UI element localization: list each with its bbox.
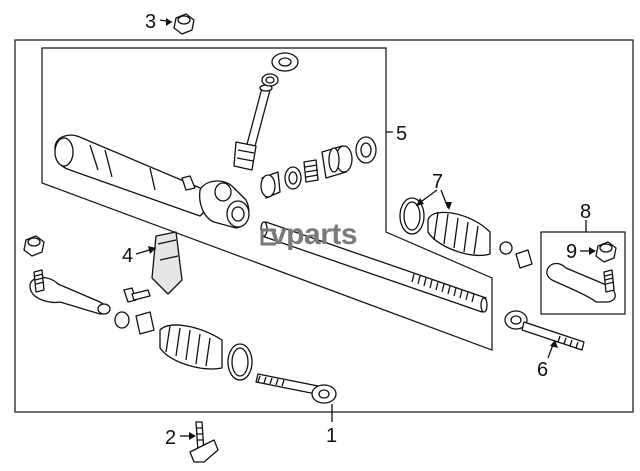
- housing-bracket: [151, 231, 183, 295]
- callout-4: 4: [122, 245, 133, 267]
- pinion-seals: [261, 52, 299, 87]
- left-nut: [23, 235, 45, 257]
- left-boot: [159, 324, 223, 370]
- rack-assembly-frame: [41, 47, 493, 351]
- pinion-shaft: [233, 84, 273, 171]
- watermark-text: vparts: [270, 218, 357, 251]
- right-outer-tie-rod-end: [546, 262, 616, 303]
- callout-2: 2: [165, 427, 176, 449]
- callout-9: 9: [566, 241, 577, 263]
- right-clamp-parts: [499, 241, 533, 269]
- callout-7: 7: [432, 171, 443, 193]
- right-boot: [427, 211, 491, 256]
- rack-housing: [54, 134, 250, 229]
- outer-tie-rod-nut: [595, 241, 617, 263]
- callout-leaders: [135, 18, 596, 440]
- mounting-nut: [173, 13, 195, 35]
- watermark-logo: vparts: [260, 218, 358, 251]
- left-clamp-parts: [114, 311, 155, 335]
- callout-5: 5: [396, 123, 407, 145]
- right-inner-tie-rod: [504, 310, 585, 351]
- outer-tie-rod-frame: [540, 231, 626, 315]
- callout-8: 8: [580, 201, 591, 223]
- left-inner-tie-rod: [255, 373, 337, 404]
- mounting-bolt: [189, 421, 219, 463]
- left-outer-tie-rod-end: [29, 269, 111, 315]
- rack-guide-parts: [260, 136, 377, 199]
- callout-3: 3: [145, 11, 156, 33]
- callout-1: 1: [326, 425, 337, 447]
- left-bolt: [123, 287, 151, 303]
- callout-6: 6: [537, 359, 548, 381]
- assembly-frame: [14, 39, 634, 413]
- right-boot-ring: [399, 197, 425, 235]
- left-boot-ring: [227, 343, 253, 381]
